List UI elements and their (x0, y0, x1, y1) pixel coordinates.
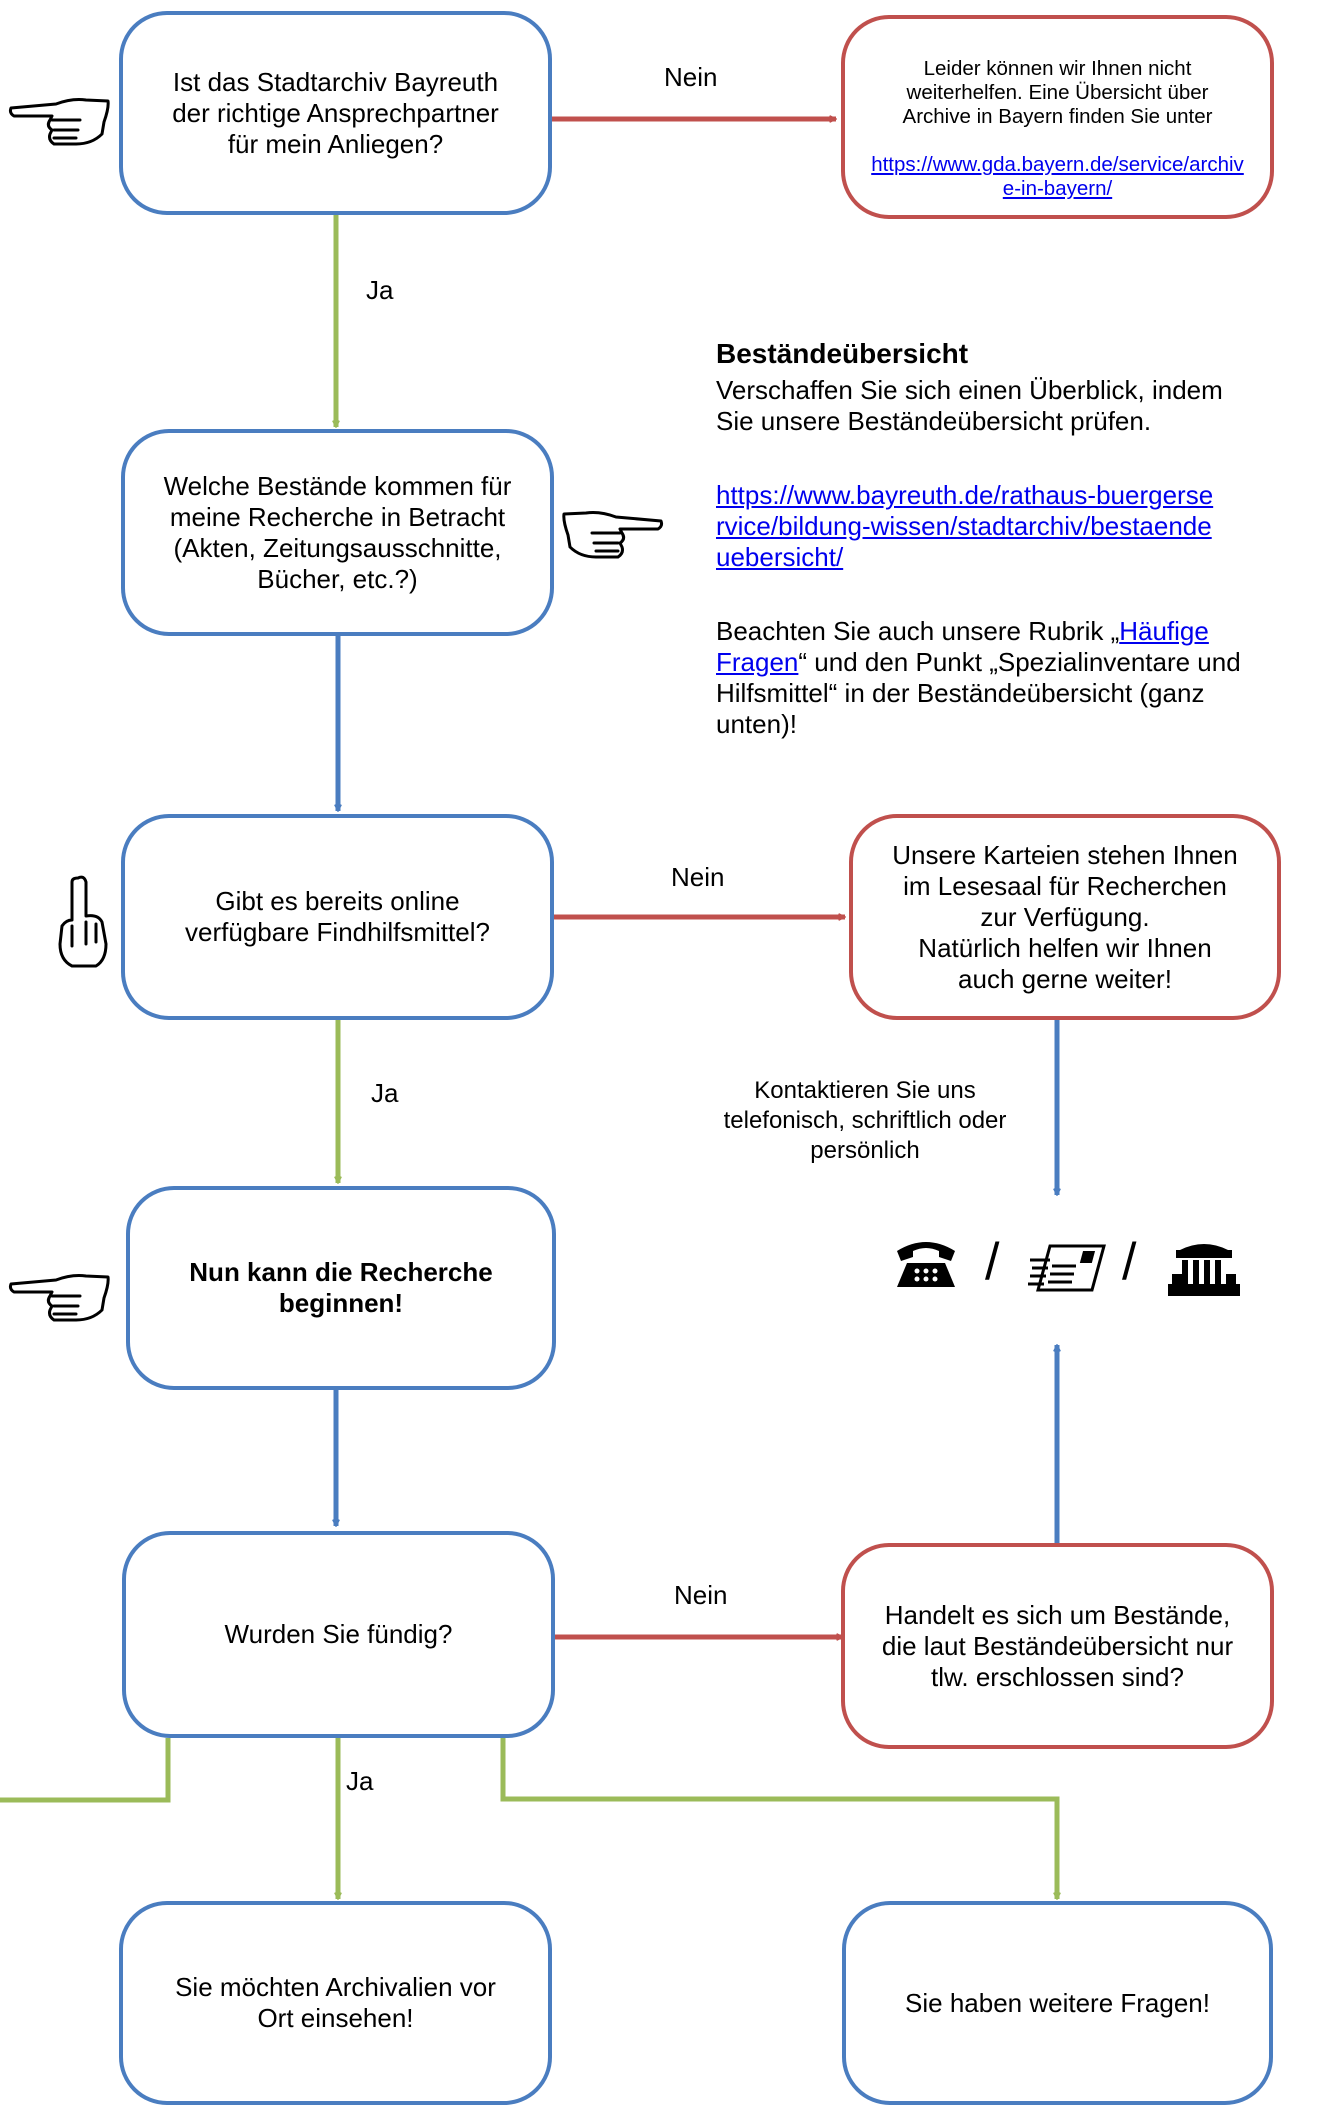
archive-bavaria-link[interactable]: https://www.gda.bayern.de/service/archiv… (871, 153, 1244, 200)
arrow-q4-right (500, 1738, 1057, 1899)
no-help-box: Leider können wir Ihnen nicht weiterhelf… (841, 15, 1274, 219)
question-online-finding-aids: Gibt es bereits online verfügbare Findhi… (121, 814, 554, 1020)
separator-1: / (985, 1233, 1000, 1291)
holdings-overview-link[interactable]: https://www.bayreuth.de/rathaus-buergers… (716, 480, 1214, 572)
holdings-info: Beständeübersicht Verschaffen Sie sich e… (716, 338, 1276, 740)
connector-q4-left (0, 1738, 171, 1803)
separator-2: / (1122, 1233, 1137, 1291)
pointing-hand-right-icon (8, 98, 110, 146)
label-nein-2: Nein (671, 862, 725, 892)
question-found: Wurden Sie fündig? (122, 1531, 555, 1738)
label-ja-1: Ja (366, 275, 394, 305)
further-questions-box: Sie haben weitere Fragen! (842, 1901, 1273, 2105)
research-begins-box: Nun kann die Recherche beginnen! (126, 1186, 556, 1390)
label-ja-2: Ja (371, 1078, 399, 1108)
pointing-hand-up-icon (58, 875, 108, 968)
pointing-hand-left-icon (562, 511, 664, 559)
view-archive-materials-box: Sie möchten Archivalien vor Ort einsehen… (119, 1901, 552, 2105)
pointing-hand-right-icon (8, 1274, 110, 1322)
label-nein-1: Nein (664, 62, 718, 92)
holdings-text: Verschaffen Sie sich einen Überblick, in… (716, 375, 1223, 436)
no-help-text: Leider können wir Ihnen nicht weiterhelf… (902, 57, 1213, 128)
museum-icon (1168, 1244, 1240, 1296)
label-nein-3: Nein (674, 1580, 728, 1610)
faq-note: Beachten Sie auch unsere Rubrik „Häufige… (716, 616, 1241, 739)
faq-link[interactable]: Häufige Fragen (716, 616, 1209, 677)
question-relevant-holdings: Welche Bestände kommen für meine Recherc… (121, 429, 554, 636)
label-ja-3: Ja (346, 1766, 374, 1796)
telephone-icon (897, 1242, 955, 1287)
question-correct-archive: Ist das Stadtarchiv Bayreuth der richtig… (119, 11, 552, 215)
contact-text: Kontaktieren Sie uns telefonisch, schrif… (723, 1077, 1007, 1164)
letter-icon (1028, 1244, 1106, 1292)
card-index-box: Unsere Karteien stehen Ihnen im Lesesaal… (849, 814, 1281, 1020)
question-partial-holdings: Handelt es sich um Bestände, die laut Be… (841, 1543, 1274, 1749)
holdings-title: Beständeübersicht (716, 338, 969, 369)
